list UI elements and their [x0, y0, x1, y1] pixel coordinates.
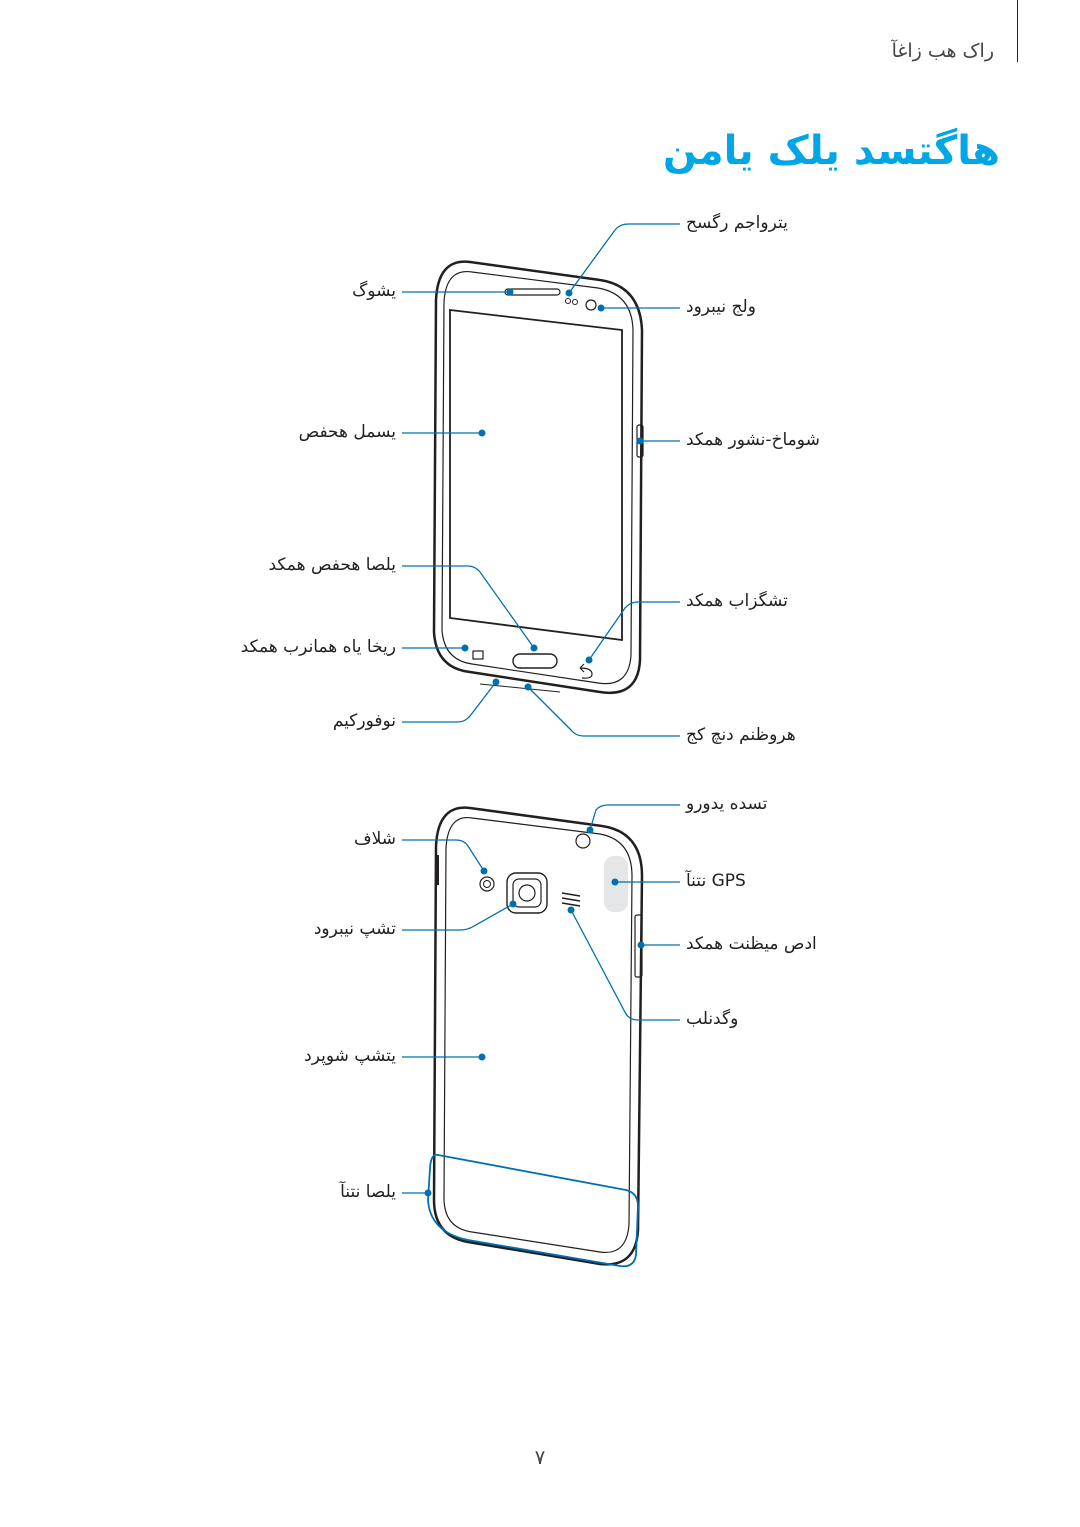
speaker-slot-1	[561, 892, 581, 897]
label-gps-antenna: GPS نتنآ	[686, 871, 746, 891]
label-main-antenna: یلصا نتنآ	[340, 1182, 396, 1202]
callout-dots	[424, 288, 645, 1197]
label-back-cover: یتشپ شوپرد	[304, 1046, 396, 1066]
label-volume-key: ادص میظنت همکد	[686, 934, 817, 954]
label-flash: شلاف	[353, 829, 396, 849]
back-outer-body	[432, 806, 644, 1266]
callout-loudspeaker	[570, 909, 680, 1021]
dot-gps	[611, 878, 619, 886]
label-front-camera: ولج نیبرود	[686, 297, 756, 317]
speaker-slot-3	[561, 902, 581, 907]
label-headset-jack: هروظنم دنچ کج	[686, 725, 796, 745]
camera-module-inner	[512, 878, 542, 908]
front-device	[432, 260, 644, 695]
dot-home-key	[530, 644, 538, 652]
section-header: راک هب زاغآ	[891, 40, 994, 62]
page-number: ۷	[534, 1445, 546, 1469]
main-antenna-outline	[427, 1153, 639, 1268]
label-proximity-sensor: یتروا‌جم رگسح	[686, 213, 788, 233]
label-strap-hole: تسده یدورو	[686, 794, 768, 814]
dot-main-antenna	[424, 1189, 432, 1197]
label-loudspeaker: وگدنلب	[686, 1009, 739, 1029]
dot-power-key	[636, 437, 644, 445]
back-inner-body	[443, 816, 633, 1254]
front-outer-body	[432, 260, 644, 695]
dot-back-cover	[478, 1053, 486, 1061]
recent-apps-icon	[472, 650, 484, 660]
flash-ring	[479, 876, 495, 892]
page-title: هاگتسد یلک یامن	[662, 128, 1000, 174]
label-speaker: یشوگ	[352, 281, 396, 301]
callout-proximity	[568, 223, 680, 294]
back-arrow-icon	[579, 663, 593, 679]
label-microphone: نوفورکیم	[332, 711, 396, 731]
dot-microphone	[492, 678, 500, 686]
strap-hole-shape	[575, 833, 591, 849]
callout-back-key	[588, 601, 680, 661]
callout-home-key	[402, 565, 535, 649]
home-key-shape	[512, 653, 558, 669]
label-rear-camera: تشپ نیبرود	[313, 919, 396, 939]
dot-front-camera	[597, 304, 605, 312]
callout-microphone	[402, 681, 497, 723]
label-recent-apps-key: ریخا یاه همانرب همکد	[240, 637, 396, 657]
dot-touchscreen	[478, 429, 486, 437]
callout-flash	[402, 839, 485, 872]
dot-strap-hole	[586, 826, 594, 834]
dot-headset-jack	[524, 683, 532, 691]
callout-rear-camera	[402, 903, 514, 931]
flash-core	[483, 880, 491, 888]
label-touchscreen: یسمل هحفص	[298, 422, 396, 442]
front-screen	[449, 308, 623, 642]
dot-speaker	[506, 288, 514, 296]
front-inner-body	[441, 270, 634, 685]
callout-strap-hole	[589, 804, 680, 831]
back-device	[432, 806, 644, 1266]
callout-headset-jack	[527, 686, 680, 737]
label-power-key: شوماخ-نشور همکد	[686, 430, 820, 450]
dot-proximity	[565, 289, 573, 297]
callouts	[402, 223, 680, 1268]
dot-loudspeaker	[567, 906, 575, 914]
dot-rear-camera	[509, 900, 517, 908]
dot-back-key	[585, 656, 593, 664]
label-home-key: یلصا هحفص همکد	[268, 555, 396, 575]
dot-volume-key	[637, 941, 645, 949]
dot-flash	[480, 867, 488, 875]
sensor-dot-1	[565, 298, 571, 304]
label-back-key: تشگزاب همکد	[686, 591, 788, 611]
header-divider	[1017, 0, 1018, 62]
sensor-dot-2	[572, 299, 578, 305]
front-camera-lens	[585, 299, 597, 311]
camera-module-outer	[506, 872, 548, 914]
rear-camera-lens	[518, 884, 536, 902]
dot-recent-apps	[461, 644, 469, 652]
speaker-slot-2	[561, 897, 581, 902]
